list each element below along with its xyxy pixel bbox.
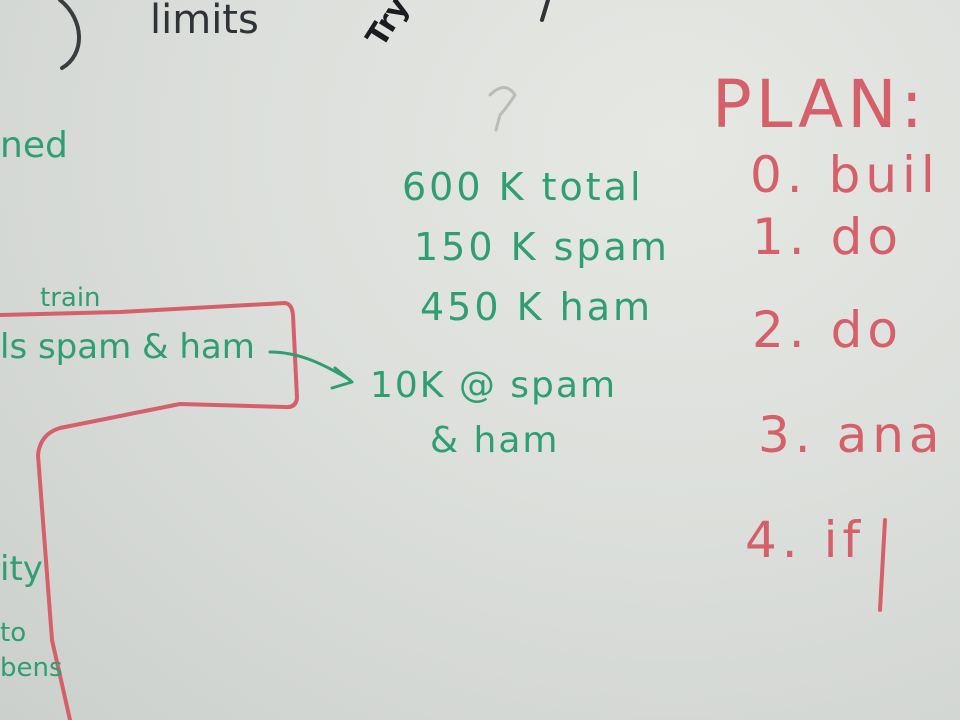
black-tick-top (540, 0, 550, 22)
plan-title: PLAN: (712, 66, 927, 143)
left-bens-fragment: bens (0, 653, 63, 683)
plan-item-0: 0. buil (750, 146, 940, 204)
grey-question-mark (488, 86, 517, 132)
plan-item-3: 3. ana (758, 406, 945, 464)
left-to-fragment: to (0, 618, 27, 648)
red-stroke-item4 (878, 518, 887, 612)
black-curve-left (58, 0, 81, 70)
green-arrow-head (330, 366, 354, 390)
train-label: train (40, 283, 101, 313)
green-arrow-line (268, 350, 352, 382)
limits-note: limits (150, 0, 259, 43)
plan-item-2: 2. do (752, 301, 903, 359)
ham-count-line: 450 K ham (420, 285, 653, 329)
red-box-outline (0, 301, 299, 720)
sample-size-line: 10K @ spam (370, 365, 618, 406)
boxed-spam-ham: ls spam & ham (0, 327, 255, 367)
total-count-line: 600 K total (402, 165, 644, 209)
left-ity-fragment: ity (0, 549, 43, 589)
plan-item-1: 1. do (752, 208, 903, 266)
sample-ham-line: & ham (430, 420, 560, 461)
plan-item-4: 4. if (745, 511, 866, 569)
left-edge-word: ned (0, 125, 68, 166)
spam-count-line: 150 K spam (414, 225, 670, 269)
